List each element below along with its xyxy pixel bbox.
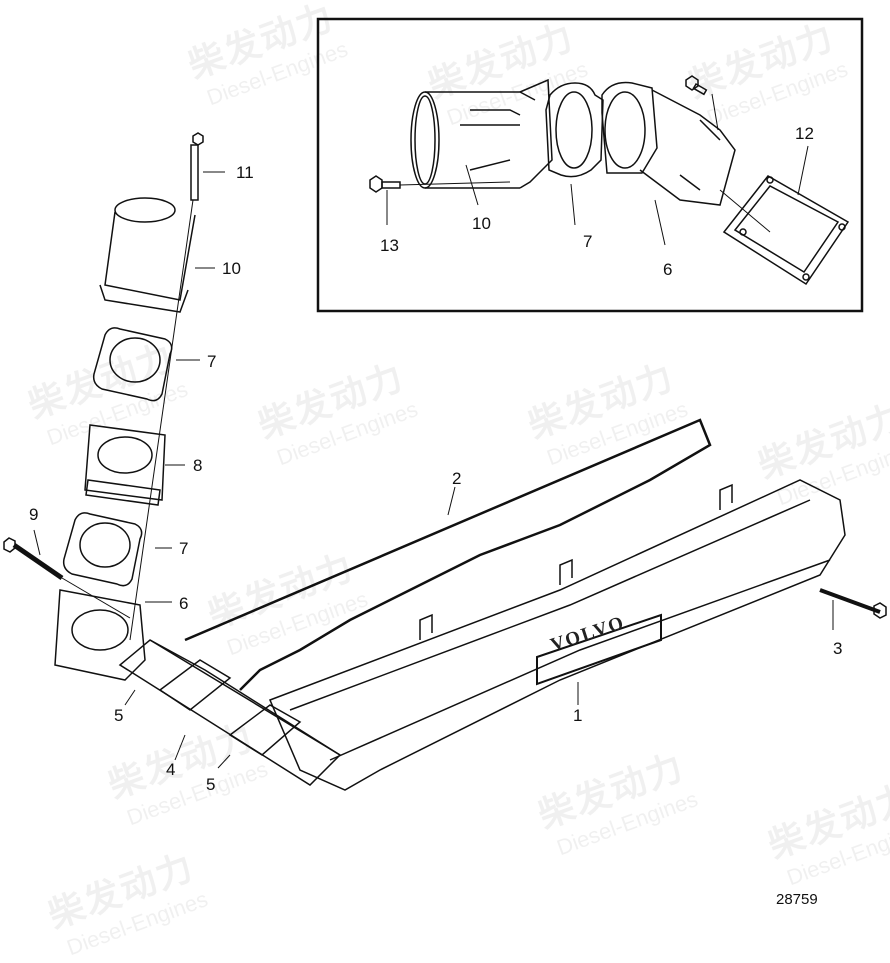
callout-6: 6 [179,594,189,613]
pipe-10 [99,197,196,313]
plate-8 [84,424,166,506]
callout-8: 8 [193,456,203,475]
callout-4: 4 [166,760,176,779]
callout-10-inset: 10 [472,214,491,233]
gasket-2 [184,418,712,691]
callout-1: 1 [573,706,583,725]
gasket-7-bottom [62,512,143,587]
manifold-1 [269,479,846,791]
callout-10: 10 [222,259,241,278]
bolt-3 [819,588,887,619]
elbow-6 [54,589,146,681]
callout-7-upper: 7 [207,352,217,371]
bolt-11 [129,132,204,641]
callout-5-right: 5 [206,775,216,794]
callout-2: 2 [452,469,462,488]
inset-cover-12 [719,175,850,286]
callout-6-inset: 6 [663,260,673,279]
callout-7-inset: 7 [583,232,593,251]
gasket-7-top [92,327,173,402]
figure-number: 28759 [776,891,818,908]
callout-5-left: 5 [114,706,124,725]
inset-pipe-10 [410,78,553,189]
inset-bolt [685,75,719,131]
inset-gasket-7 [545,82,604,178]
callout-7-lower: 7 [179,539,189,558]
gasket-5-and-plate-4 [118,639,342,786]
volvo-emblem [536,613,662,686]
inset-frame [316,17,864,313]
diagram-drawing [3,17,887,791]
inset-elbow-6 [601,81,736,206]
bolt-9 [3,537,131,619]
inset-bolt-13 [369,175,511,193]
callout-12-inset: 12 [795,124,814,143]
callout-3: 3 [833,639,843,658]
callout-9: 9 [29,505,39,524]
callout-13-inset: 13 [380,236,399,255]
callout-11: 11 [236,163,254,182]
